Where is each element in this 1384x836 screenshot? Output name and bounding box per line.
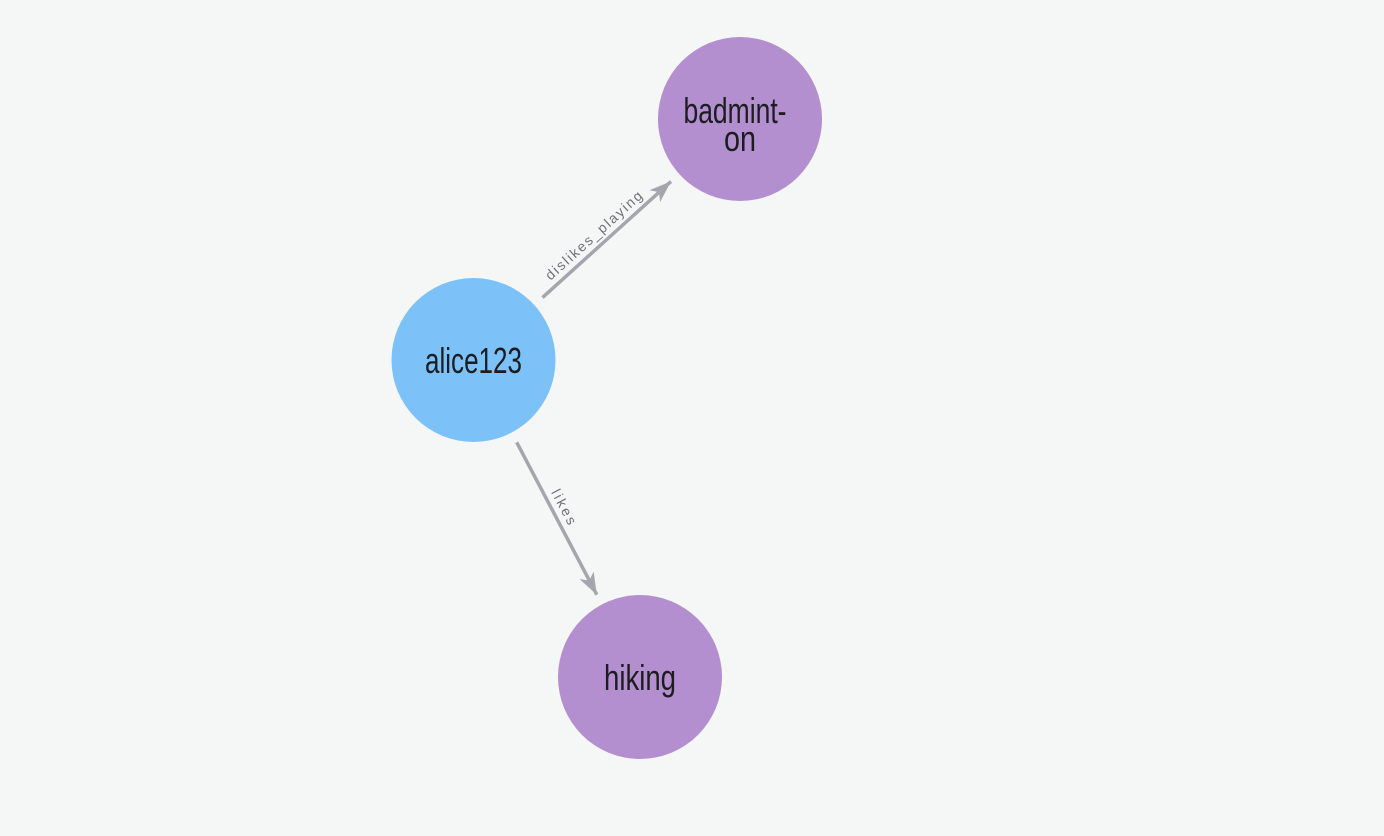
edge-label-dislikes-playing: dislikes_playing — [542, 187, 645, 283]
node-hiking: hiking — [558, 595, 722, 759]
edge-line-likes[interactable] — [515, 441, 599, 596]
edge-dislikes-playing: dislikes_playing — [541, 180, 673, 299]
edge-likes: likes — [515, 441, 599, 596]
node-badminton: badmint- on — [658, 37, 822, 201]
edge-label-likes: likes — [548, 486, 580, 527]
node-circle-hiking[interactable] — [558, 595, 722, 759]
edge-line-dislikes-playing[interactable] — [541, 180, 673, 299]
node-circle-badminton[interactable] — [658, 37, 822, 201]
node-alice123: alice123 — [391, 278, 556, 442]
node-circle-alice123[interactable] — [391, 278, 556, 442]
